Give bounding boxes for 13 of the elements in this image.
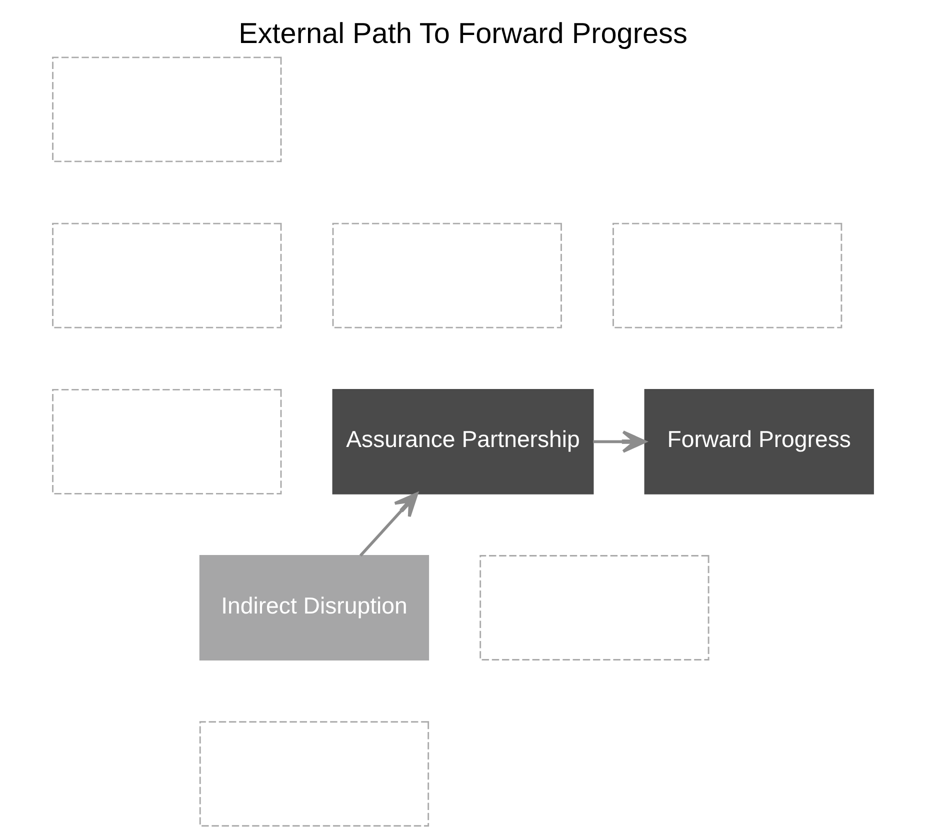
arrow: [359, 492, 418, 557]
diagram-title: External Path To Forward Progress: [238, 18, 688, 50]
node-box: Indirect Disruption: [199, 555, 430, 660]
node-box: [199, 721, 430, 827]
node-box: Forward Progress: [644, 388, 874, 494]
node-box: [52, 222, 282, 328]
node-box: [332, 222, 562, 328]
node-box: [612, 222, 842, 328]
node-box: Assurance Partnership: [332, 388, 594, 494]
node-box: [52, 388, 282, 494]
node-box: [480, 555, 710, 660]
arrow: [593, 430, 646, 453]
node-box: [52, 56, 282, 162]
